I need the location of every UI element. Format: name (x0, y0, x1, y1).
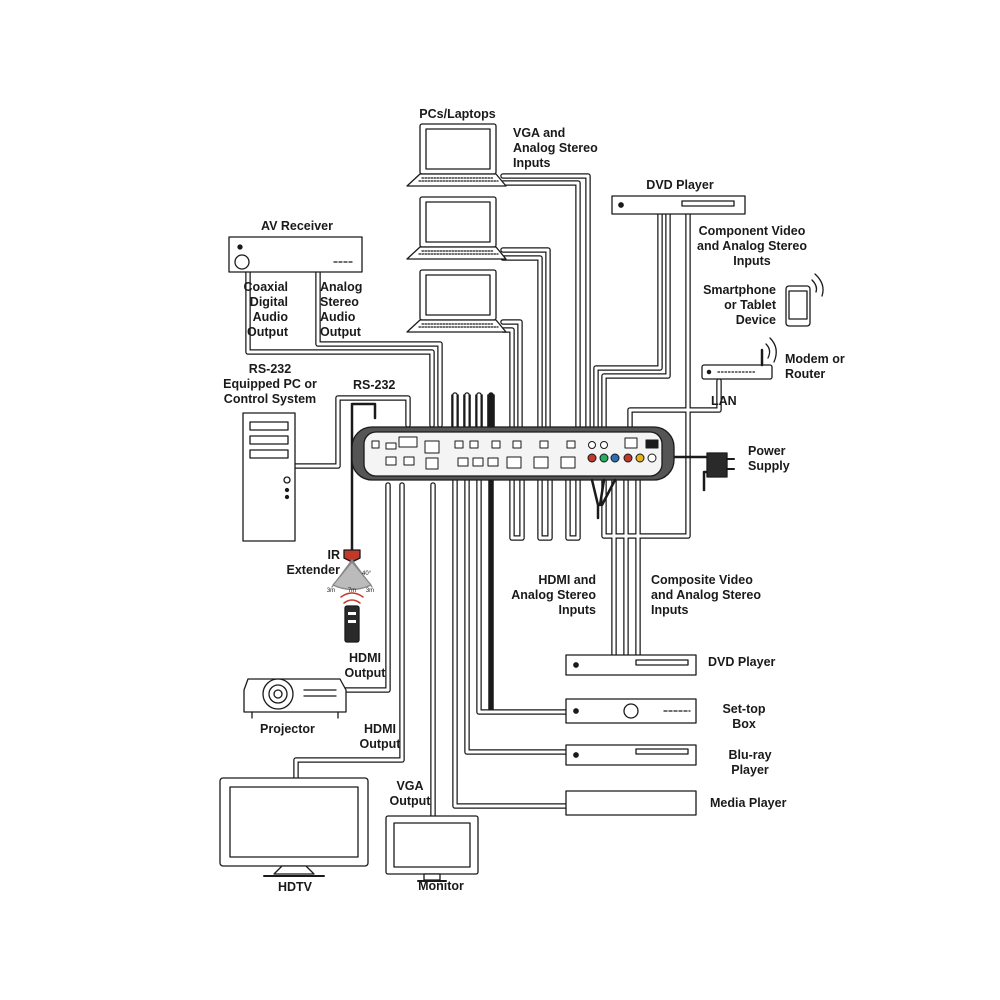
composite-inputs-label: Composite Video and Analog Stereo Inputs (651, 573, 761, 617)
dvd-player-icon (611, 195, 746, 215)
settop-box-icon (565, 698, 697, 724)
power-adapter-icon (706, 452, 735, 478)
hdmi-input-plugs (451, 394, 495, 431)
projector-label: Projector (260, 722, 315, 736)
ir-receiver-icon (331, 549, 373, 591)
coax-output-label: Coaxial Digital Audio Output (243, 280, 288, 339)
pc-tower-icon (242, 412, 296, 542)
pcs-laptops-label: PCs/Laptops (419, 107, 496, 121)
router-icon (701, 337, 777, 380)
ir-dist-right-label: 3m (365, 588, 375, 594)
analog-output-label: Analog Stereo Audio Output (320, 280, 363, 339)
bluray-player-icon (565, 744, 697, 766)
hdmi-inputs-label: HDMI and Analog Stereo Inputs (511, 573, 596, 617)
laptop-icon (406, 196, 507, 260)
av-receiver-label: AV Receiver (260, 219, 334, 233)
bluray-label: Blu-ray Player (728, 748, 772, 777)
matrix-switcher-icon (351, 426, 675, 520)
component-inputs-label: Component Video and Analog Stereo Inputs (697, 224, 807, 268)
settop-label: Set-top Box (722, 702, 766, 731)
monitor-label: Monitor (418, 879, 464, 893)
rs232-pc-label: RS-232 Equipped PC or Control System (223, 362, 317, 406)
rs232-label: RS-232 (353, 378, 396, 392)
av-receiver-icon (228, 236, 363, 273)
hdmi-output-2-label: HDMI Output (359, 722, 401, 751)
vga-output-label: VGA Output (389, 779, 431, 808)
hdtv-icon (219, 777, 369, 877)
hdmi-output-1-label: HDMI Output (344, 651, 386, 680)
smartphone-label: Smartphone or Tablet Device (703, 283, 776, 327)
media-player-icon (565, 790, 697, 816)
dvd-bottom-label: DVD Player (708, 655, 776, 669)
vga-inputs-label: VGA and Analog Stereo Inputs (513, 126, 598, 170)
ir-dist-mid-label: 7m (347, 588, 357, 594)
dvd-top-label: DVD Player (646, 178, 714, 192)
hdtv-label: HDTV (277, 880, 313, 894)
projector-icon (243, 678, 347, 719)
media-player-label: Media Player (710, 796, 787, 810)
monitor-icon (385, 815, 479, 882)
smartphone-icon (785, 273, 824, 327)
ir-dist-left-label: 3m (326, 588, 336, 594)
power-supply-label: Power Supply (748, 444, 790, 473)
laptop-icon (406, 123, 507, 187)
dvd-player-icon (565, 654, 697, 676)
ir-angle-label: 40° (362, 571, 372, 577)
cable-cores (246, 174, 721, 820)
lan-label: LAN (711, 394, 737, 408)
ir-extender-label: IR Extender (286, 548, 341, 577)
laptop-icon (406, 269, 507, 333)
modem-label: Modem or Router (785, 352, 845, 381)
remote-control-icon (340, 592, 364, 643)
